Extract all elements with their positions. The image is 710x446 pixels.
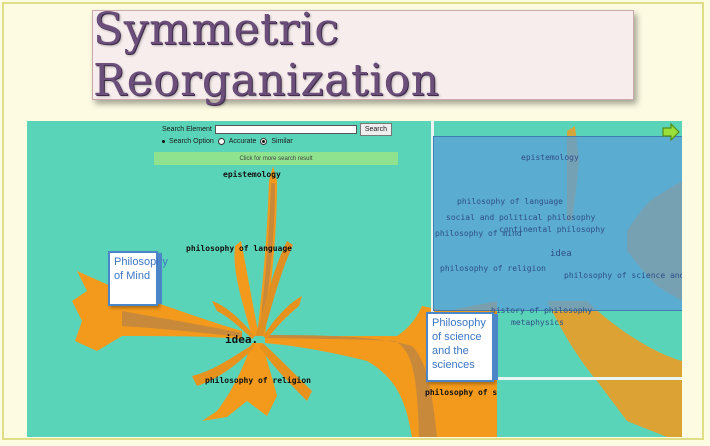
search-input[interactable]	[214, 125, 357, 134]
page-title: Symmetric Reorganization	[93, 4, 440, 106]
search-panel: Search Element Search Search Option Accu…	[158, 121, 394, 151]
minimap-mind: philosophy of mind	[435, 229, 522, 238]
branch-twig-3	[259, 343, 312, 401]
minimap-divider-horizontal	[431, 377, 682, 380]
branch-twig-1	[212, 301, 255, 339]
callout-philosophy-of-mind: Philosophy of Mind	[108, 251, 168, 306]
bullet-icon	[162, 140, 165, 143]
branch-religion	[202, 343, 277, 421]
search-option-label: Search Option	[169, 138, 214, 145]
node-idea[interactable]: idea.	[225, 333, 259, 346]
similar-label: Similar	[271, 138, 293, 145]
accurate-radio[interactable]	[217, 138, 225, 145]
node-philosophy-of-language[interactable]: philosophy of language	[186, 244, 292, 253]
minimap-viewport[interactable]	[433, 136, 682, 311]
minimap-language: philosophy of language	[457, 197, 563, 206]
minimap-social: social and political philosophy	[446, 213, 596, 222]
node-philosophy-of-religion[interactable]: philosophy of religion	[205, 376, 311, 385]
callout-philosophy-of-science: Philosophy of science and the sciences	[426, 312, 498, 382]
title-banner: Symmetric Reorganization	[92, 4, 634, 106]
visualization-canvas[interactable]: Search Element Search Search Option Accu…	[27, 121, 682, 437]
search-button[interactable]: Search	[359, 123, 392, 136]
arrow-right-icon[interactable]	[661, 122, 681, 142]
node-epistemology[interactable]: epistemology	[223, 170, 281, 179]
minimap-religion: philosophy of religion	[440, 264, 546, 273]
branch-language-2	[255, 241, 293, 336]
minimap-science: philosophy of science and t	[564, 271, 682, 280]
similar-radio[interactable]	[260, 138, 268, 145]
accurate-label: Accurate	[228, 138, 257, 145]
branch-science-shade	[265, 335, 437, 437]
search-label: Search Element	[162, 126, 212, 133]
minimap-branch-bottom	[547, 301, 682, 437]
branch-twig-4	[192, 343, 255, 386]
minimap-continental: continental philosophy	[499, 225, 605, 234]
branch-epistemology-shade	[259, 183, 275, 336]
minimap-divider-vertical	[431, 121, 434, 379]
page-frame	[2, 2, 704, 440]
minimap-history: history of philosophy	[491, 306, 593, 315]
more-results-bar[interactable]: Click for more search result	[154, 152, 398, 165]
minimap-idea: idea	[550, 249, 572, 259]
minimap-epistemology: epistemology	[521, 153, 579, 162]
branch-mind-shade	[122, 311, 242, 337]
minimap-metaphysics: metaphysics	[511, 318, 564, 327]
node-philosophy-of-science[interactable]: philosophy of s	[425, 388, 498, 397]
branch-language	[234, 241, 259, 336]
branch-twig-2	[263, 296, 302, 339]
